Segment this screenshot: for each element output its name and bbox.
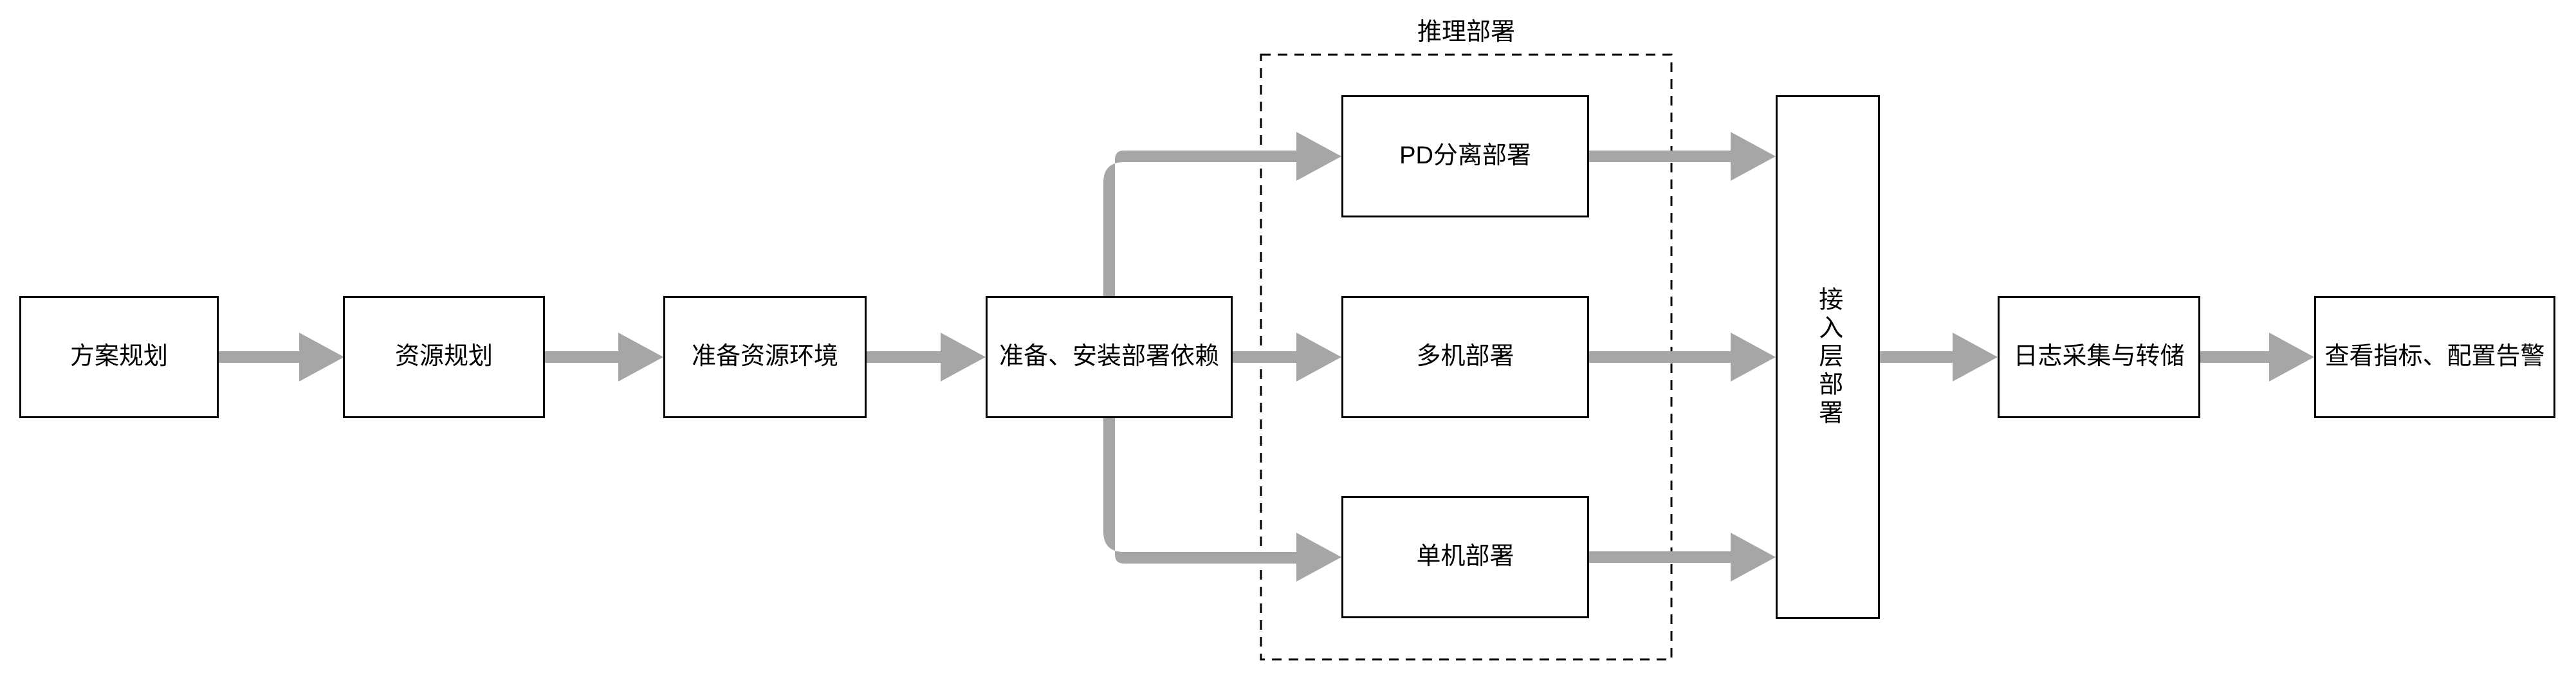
node-resources: 资源规划 [343, 296, 545, 418]
node-env-label: 准备资源环境 [691, 343, 838, 371]
inference-group-label: 推理部署 [1417, 19, 1515, 46]
arrow-pd-split-to-access-layer [1589, 132, 1776, 181]
node-log-collect-label: 日志采集与转储 [2013, 343, 2185, 371]
node-single-node: 单机部署 [1341, 496, 1589, 618]
node-plan-label: 方案规划 [69, 343, 168, 371]
node-metrics-alert-label: 查看指标、配置告警 [2324, 343, 2545, 371]
node-deps-label: 准备、安装部署依赖 [998, 343, 1219, 371]
arrow-log-collect-to-metrics [2200, 333, 2314, 381]
node-resources-label: 资源规划 [394, 343, 493, 371]
arrow-deps-to-pd-split [1103, 132, 1341, 296]
node-single-node-label: 单机部署 [1416, 543, 1514, 571]
arrow-access-layer-to-log-collect [1880, 333, 1998, 381]
arrow-plan-to-resources [219, 333, 344, 381]
arrow-deps-to-multi-node [1233, 333, 1341, 381]
node-multi-node-label: 多机部署 [1416, 343, 1514, 371]
arrow-multi-node-to-access-layer [1589, 333, 1776, 381]
arrow-env-to-deps [867, 333, 986, 381]
node-log-collect: 日志采集与转储 [1998, 296, 2200, 418]
node-multi-node: 多机部署 [1341, 296, 1589, 418]
node-deps: 准备、安装部署依赖 [986, 296, 1233, 418]
node-access-layer-label: 接入层部署 [1814, 286, 1842, 428]
arrow-deps-to-single-node [1103, 418, 1341, 582]
arrow-single-node-to-access-layer [1589, 533, 1776, 582]
arrow-resources-to-env [545, 333, 663, 381]
node-env: 准备资源环境 [663, 296, 867, 418]
node-access-layer: 接入层部署 [1776, 95, 1880, 619]
node-plan: 方案规划 [19, 296, 219, 418]
node-pd-split-label: PD分离部署 [1399, 142, 1531, 170]
node-pd-split: PD分离部署 [1341, 95, 1589, 217]
node-metrics-alert: 查看指标、配置告警 [2314, 296, 2555, 418]
